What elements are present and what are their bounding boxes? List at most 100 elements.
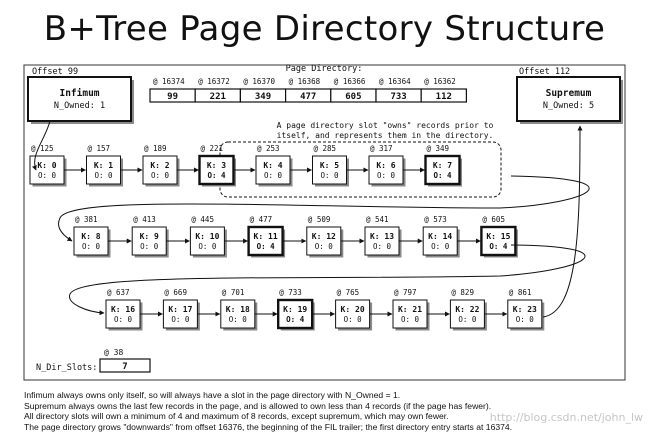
annotation-line-2: itself, and represents them in the direc… — [277, 131, 494, 140]
record-owned: O: 4 — [257, 242, 276, 251]
record-key: K: 12 — [312, 232, 336, 241]
directory-slot-addr: @ 16374 — [153, 77, 185, 86]
record-owned: O: 0 — [401, 315, 420, 324]
footnote-3: All directory slots will own a minimum o… — [24, 411, 449, 422]
record-owned: O: 0 — [458, 315, 477, 324]
record-owned: O: 0 — [373, 242, 392, 251]
record-addr: @ 381 — [75, 215, 98, 224]
record-addr: @ 573 — [424, 215, 447, 224]
record-box — [73, 226, 109, 256]
footnote-4: The page directory grows "downwards" fro… — [24, 421, 513, 432]
record-owned: O: 0 — [377, 171, 396, 180]
record-addr: @ 413 — [133, 215, 156, 224]
record-addr: @ 541 — [366, 215, 389, 224]
record-key: K: 3 — [207, 161, 226, 170]
record-key: K: 0 — [37, 161, 56, 170]
directory-slot-addr: @ 16370 — [243, 77, 275, 86]
record-owned: O: 0 — [320, 171, 339, 180]
record-box — [422, 226, 458, 256]
directory-slot-addr: @ 16364 — [379, 77, 411, 86]
record-addr: @ 445 — [191, 215, 214, 224]
record-addr: @ 221 — [201, 144, 224, 153]
record-box — [220, 299, 256, 329]
record-addr: @ 829 — [451, 288, 474, 297]
ndir-value: 7 — [122, 362, 127, 372]
directory-slot-addr: @ 16366 — [334, 77, 366, 86]
record-owned: O: 0 — [516, 315, 535, 324]
record-addr: @ 125 — [31, 144, 54, 153]
annotation-line-1: A page directory slot "owns" records pri… — [277, 121, 494, 130]
footnotes: Infimum always owns only itself, so will… — [24, 390, 644, 432]
record-key: K: 8 — [81, 232, 100, 241]
record-addr: @ 637 — [107, 288, 130, 297]
record-box — [142, 155, 178, 185]
record-key: K: 9 — [140, 232, 159, 241]
record-key: K: 23 — [513, 305, 537, 314]
supremum-offset: Offset 112 — [519, 67, 570, 77]
footnote-1: Infimum always owns only itself, so will… — [24, 390, 401, 400]
record-key: K: 14 — [428, 232, 452, 241]
infimum-offset: Offset 99 — [32, 67, 78, 77]
directory-slot-value: 221 — [210, 92, 226, 102]
supremum-owned: N_Owned: 5 — [543, 101, 594, 111]
record-addr: @ 701 — [222, 288, 245, 297]
record-owned: O: 4 — [286, 315, 305, 324]
record-key: K: 4 — [263, 161, 282, 170]
infimum-name: Infimum — [59, 88, 99, 99]
record-box — [131, 226, 167, 256]
record-addr: @ 317 — [370, 144, 393, 153]
record-key: K: 1 — [94, 161, 113, 170]
record-box — [507, 299, 543, 329]
record-addr: @ 509 — [308, 215, 331, 224]
supremum-name: Supremum — [546, 88, 592, 99]
record-key: K: 11 — [254, 232, 278, 241]
record-key: K: 21 — [398, 305, 422, 314]
owner-record-box — [424, 154, 461, 186]
directory-slot-value: 733 — [390, 92, 406, 102]
record-owned: O: 4 — [433, 171, 452, 180]
record-owned: O: 0 — [94, 171, 113, 180]
record-key: K: 2 — [150, 161, 169, 170]
record-addr: @ 605 — [482, 215, 505, 224]
record-box — [364, 226, 400, 256]
record-owned: O: 0 — [229, 315, 248, 324]
ndir-addr: @ 38 — [104, 348, 123, 357]
directory-slot-value: 605 — [345, 92, 361, 102]
record-key: K: 16 — [111, 305, 135, 314]
record-addr: @ 189 — [144, 144, 167, 153]
record-owned: O: 0 — [198, 242, 217, 251]
record-box — [105, 299, 141, 329]
directory-slot-value: 349 — [255, 92, 271, 102]
record-addr: @ 477 — [250, 215, 273, 224]
record-owned: O: 0 — [171, 315, 190, 324]
directory-slot-addr: @ 16368 — [289, 77, 321, 86]
record-addr: @ 253 — [257, 144, 280, 153]
infimum-owned: N_Owned: 1 — [54, 101, 105, 111]
page-frame — [23, 64, 626, 381]
infimum-to-first-record-arrow — [32, 120, 51, 171]
supremum-box — [516, 76, 621, 122]
record-box — [368, 155, 404, 185]
record-owned: O: 0 — [315, 242, 334, 251]
record-addr: @ 157 — [88, 144, 111, 153]
directory-slot-value: 477 — [300, 92, 316, 102]
directory-slot-value: 99 — [167, 92, 178, 102]
record-owned: O: 4 — [207, 171, 226, 180]
record-box — [335, 299, 371, 329]
record-key: K: 20 — [341, 305, 365, 314]
row1-to-row2-arrow — [58, 175, 590, 242]
record-key: K: 6 — [376, 161, 395, 170]
record-addr: @ 765 — [337, 288, 360, 297]
record-key: K: 17 — [168, 305, 192, 314]
directory-slot-box — [420, 88, 468, 103]
owner-record-box — [480, 225, 517, 257]
record-key: K: 18 — [226, 305, 250, 314]
directory-slot-addr: @ 16362 — [424, 77, 456, 86]
record-owned: O: 0 — [151, 171, 170, 180]
directory-slot-value: 112 — [436, 92, 452, 102]
record-owned: O: 0 — [264, 171, 283, 180]
record-key: K: 15 — [486, 232, 510, 241]
record-box — [189, 226, 225, 256]
